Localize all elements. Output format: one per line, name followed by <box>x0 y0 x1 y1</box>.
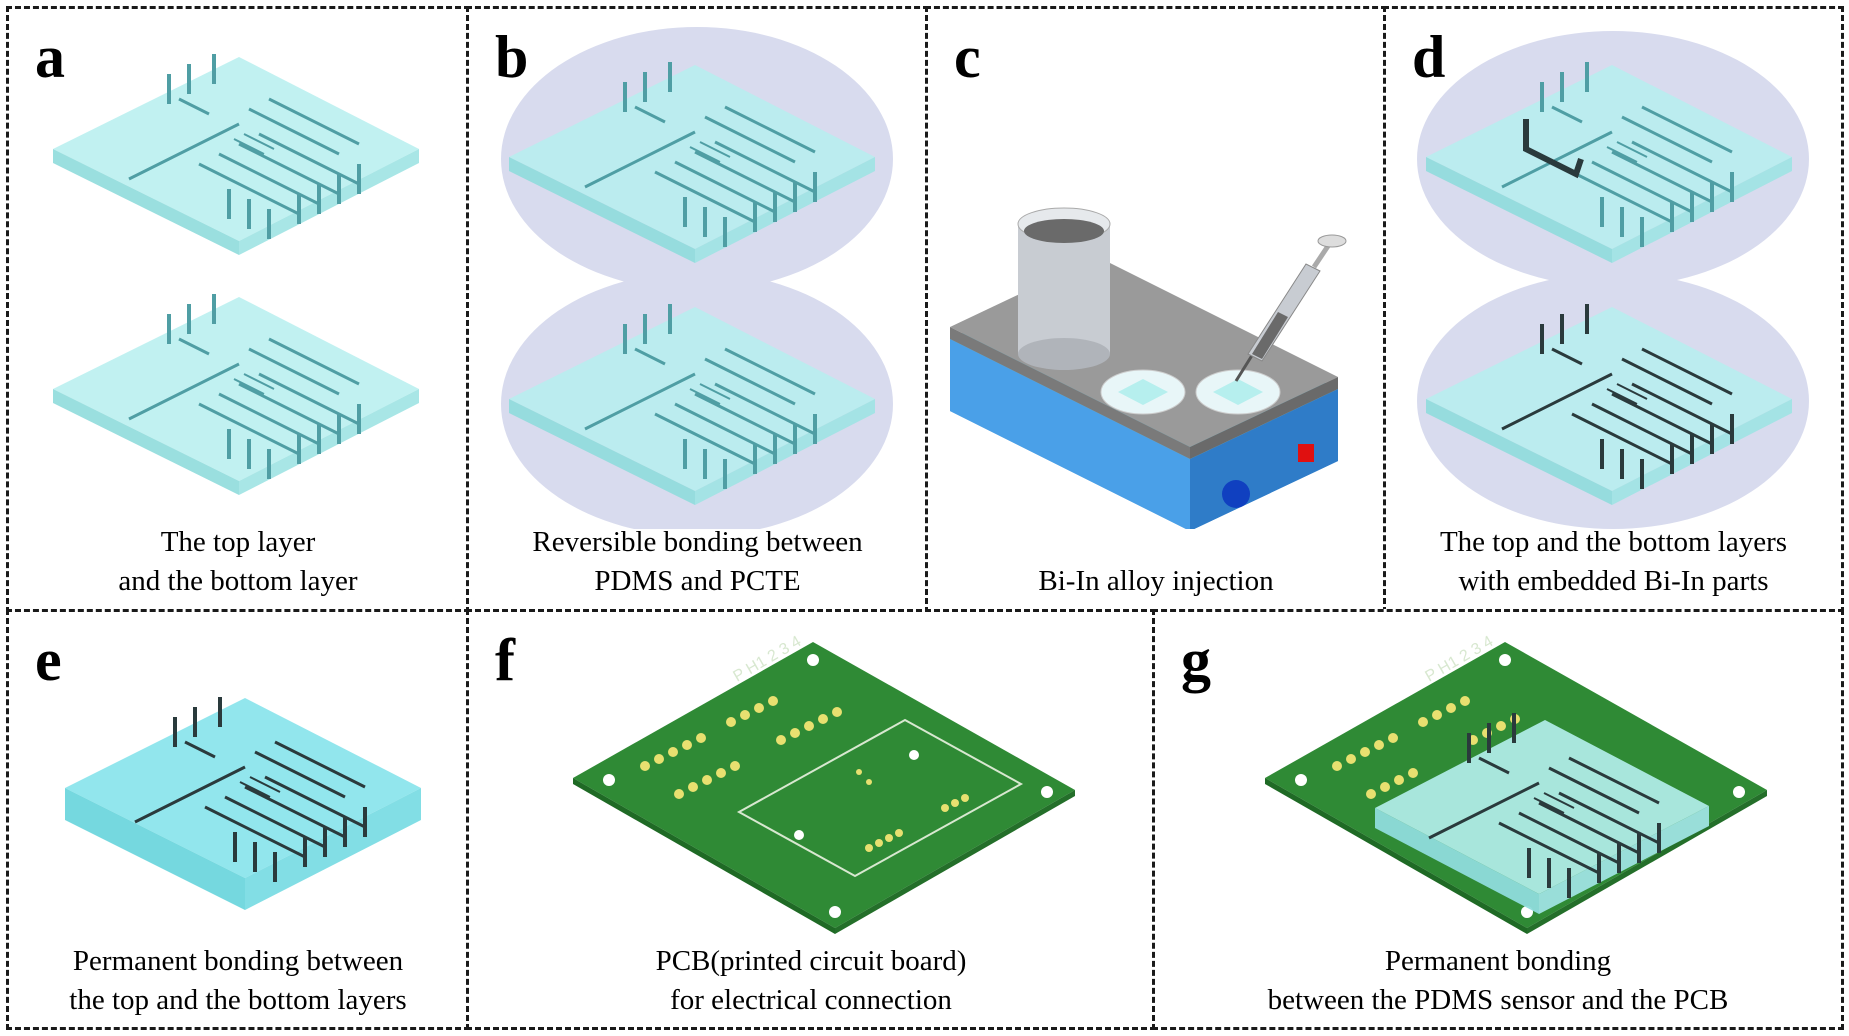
caption-line: with embedded Bi-In parts <box>1458 565 1769 597</box>
panel-letter: e <box>35 627 62 693</box>
caption-b: Reversible bonding between PDMS and PCTE <box>469 523 926 601</box>
chip-in-dish-2 <box>1195 369 1281 415</box>
panel-g: g P H1 2 3 4 Permanent bonding <box>1152 609 1844 1030</box>
caption-e: Permanent bonding between the top and th… <box>9 942 467 1020</box>
pcb-illustration: P H1 2 3 4 <box>573 633 1075 934</box>
pdms-sensor <box>1375 711 1709 914</box>
caption-line: Permanent bonding between <box>72 945 404 977</box>
caption-line: between the PDMS sensor and the PCB <box>1267 984 1729 1016</box>
chip-in-dish-1 <box>1100 369 1186 415</box>
pdms-layers-illustration <box>53 52 419 495</box>
pcb-board: P H1 2 3 4 <box>573 633 1075 934</box>
embedded-bi-in-illustration <box>1417 31 1809 529</box>
panel-a: a The top layer and the bottom layer <box>6 6 470 613</box>
sensor-on-pcb-illustration: P H1 2 3 4 <box>1265 633 1767 934</box>
bottom-layer-chip <box>509 302 875 505</box>
caption-line: PDMS and PCTE <box>594 565 801 597</box>
panel-letter: c <box>954 24 981 90</box>
panel-letter: a <box>35 24 65 90</box>
panel-f: f P H1 2 3 4 PCB(printe <box>466 609 1156 1030</box>
caption-line: and the bottom layer <box>118 565 358 597</box>
panel-e: e Permanent bonding between the top and … <box>6 609 470 1030</box>
caption-line: Reversible bonding between <box>532 526 863 558</box>
caption-line: The top and the bottom layers <box>1439 526 1788 558</box>
caption-c: Bi-In alloy injection <box>928 562 1384 601</box>
panel-b: b Reversible bonding between PDMS and PC… <box>466 6 929 613</box>
bonded-chip <box>65 695 421 910</box>
caption-g: Permanent bonding between the PDMS senso… <box>1155 942 1841 1020</box>
pcb-pads <box>1332 696 1520 799</box>
beaker-icon <box>1017 207 1111 370</box>
pdms-pcte-illustration <box>501 27 893 529</box>
panel-letter: d <box>1412 24 1446 90</box>
top-layer-chip <box>53 52 419 255</box>
bonded-chip-illustration <box>65 695 421 910</box>
caption-line: the top and the bottom layers <box>69 984 407 1016</box>
panel-letter: f <box>495 627 515 693</box>
caption-line: The top layer <box>160 526 316 558</box>
caption-line: Bi-In alloy injection <box>1038 565 1274 597</box>
pcb-pads <box>640 696 969 852</box>
caption-line: for electrical connection <box>670 984 952 1016</box>
panel-c: c <box>925 6 1387 613</box>
knob-icon <box>1222 480 1250 508</box>
caption-f: PCB(printed circuit board) for electrica… <box>469 942 1153 1020</box>
bottom-layer-chip <box>1426 302 1792 505</box>
panel-letter: b <box>495 24 529 90</box>
syringe-icon <box>1234 234 1347 382</box>
top-layer-chip <box>509 60 875 263</box>
caption-line: Permanent bonding <box>1384 945 1612 977</box>
injection-illustration <box>950 207 1347 529</box>
panel-d: d The top and the bottom layers with emb… <box>1383 6 1844 613</box>
caption-a: The top layer and the bottom layer <box>9 523 467 601</box>
panel-letter: g <box>1181 627 1211 693</box>
top-layer-chip <box>1426 60 1792 263</box>
caption-d: The top and the bottom layers with embed… <box>1386 523 1841 601</box>
power-switch-icon <box>1298 444 1314 462</box>
bottom-layer-chip <box>53 292 419 495</box>
caption-line: PCB(printed circuit board) <box>655 945 967 977</box>
